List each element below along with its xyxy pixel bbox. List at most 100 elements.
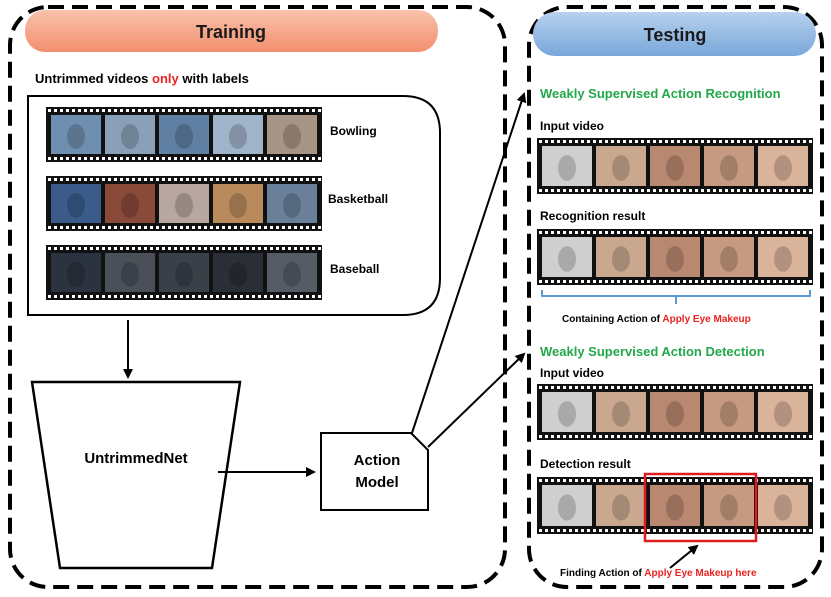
sprocket-hole <box>671 479 674 482</box>
sprocket-hole <box>294 247 297 250</box>
sprocket-hole <box>210 295 213 298</box>
sprocket-hole <box>180 247 183 250</box>
sprocket-hole <box>60 226 63 229</box>
sprocket-hole <box>617 479 620 482</box>
sprocket-hole <box>318 109 321 112</box>
sprocket-hole <box>791 479 794 482</box>
sprocket-hole <box>695 386 698 389</box>
sprocket-hole <box>240 109 243 112</box>
sprocket-hole <box>306 226 309 229</box>
sprocket-hole <box>539 140 542 143</box>
sprocket-hole <box>677 435 680 438</box>
sprocket-hole <box>72 157 75 160</box>
video-label-bowling: Bowling <box>330 124 377 138</box>
sprocket-hole <box>294 157 297 160</box>
sprocket-hole <box>132 295 135 298</box>
sprocket-hole <box>773 189 776 192</box>
sprocket-hole <box>647 435 650 438</box>
sprocket-hole <box>66 247 69 250</box>
frame-subject <box>612 155 630 181</box>
sprocket-hole <box>222 247 225 250</box>
frame-subject <box>774 246 792 272</box>
sprocket-hole <box>611 386 614 389</box>
sprocket-hole <box>713 140 716 143</box>
sprocket-hole <box>725 231 728 234</box>
sprocket-hole <box>599 435 602 438</box>
sprocket-hole <box>713 231 716 234</box>
sprocket-hole <box>174 247 177 250</box>
sprocket-hole <box>204 109 207 112</box>
sprocket-hole <box>635 280 638 283</box>
sprocket-hole <box>132 178 135 181</box>
sprocket-hole <box>593 280 596 283</box>
sprocket-hole <box>306 109 309 112</box>
sprocket-hole <box>306 157 309 160</box>
sprocket-hole <box>719 529 722 532</box>
sprocket-hole <box>557 231 560 234</box>
sprocket-hole <box>665 231 668 234</box>
sprocket-hole <box>683 529 686 532</box>
sprocket-hole <box>192 157 195 160</box>
sprocket-hole <box>659 231 662 234</box>
sprocket-hole <box>773 386 776 389</box>
sprocket-hole <box>617 140 620 143</box>
sprocket-hole <box>300 178 303 181</box>
sprocket-hole <box>198 178 201 181</box>
sprocket-hole <box>294 295 297 298</box>
sprocket-hole <box>641 140 644 143</box>
sprocket-hole <box>671 386 674 389</box>
sprocket-hole <box>294 226 297 229</box>
sprocket-hole <box>276 295 279 298</box>
sprocket-hole <box>653 529 656 532</box>
sprocket-hole <box>749 529 752 532</box>
sprocket-hole <box>174 226 177 229</box>
sprocket-hole <box>713 189 716 192</box>
sprocket-hole <box>785 140 788 143</box>
sprocket-hole <box>803 479 806 482</box>
sprocket-hole <box>719 435 722 438</box>
sprocket-hole <box>126 178 129 181</box>
sprocket-hole <box>773 435 776 438</box>
sprocket-hole <box>797 231 800 234</box>
sprocket-hole <box>138 157 141 160</box>
sprocket-hole <box>48 247 51 250</box>
sprocket-hole <box>719 189 722 192</box>
sprocket-hole <box>264 109 267 112</box>
video-label-baseball: Baseball <box>330 262 379 276</box>
sprocket-hole <box>785 479 788 482</box>
sprocket-hole <box>761 435 764 438</box>
sprocket-hole <box>306 295 309 298</box>
sprocket-hole <box>725 140 728 143</box>
frame-subject <box>121 123 139 149</box>
sprocket-hole <box>72 178 75 181</box>
sprocket-hole <box>60 247 63 250</box>
sprocket-hole <box>593 479 596 482</box>
sprocket-hole <box>294 109 297 112</box>
sprocket-hole <box>162 178 165 181</box>
sprocket-hole <box>659 189 662 192</box>
sprocket-hole <box>623 140 626 143</box>
sprocket-hole <box>144 157 147 160</box>
sprocket-hole <box>653 435 656 438</box>
sprocket-hole <box>312 178 315 181</box>
sprocket-hole <box>186 226 189 229</box>
sprocket-hole <box>575 231 578 234</box>
sprocket-hole <box>563 529 566 532</box>
sprocket-hole <box>665 280 668 283</box>
film-strip-recognition-input <box>537 138 813 194</box>
sprocket-hole <box>581 529 584 532</box>
sprocket-hole <box>767 479 770 482</box>
sprocket-hole <box>629 280 632 283</box>
sprocket-hole <box>635 386 638 389</box>
sprocket-hole <box>563 435 566 438</box>
sprocket-hole <box>96 157 99 160</box>
sprocket-hole <box>228 109 231 112</box>
sprocket-hole <box>138 226 141 229</box>
recognition-brace <box>541 290 811 304</box>
sprocket-hole <box>575 386 578 389</box>
video-frame <box>105 115 155 154</box>
sprocket-hole <box>246 109 249 112</box>
video-frame <box>650 237 700 277</box>
sprocket-hole <box>288 109 291 112</box>
video-frame <box>650 485 700 526</box>
